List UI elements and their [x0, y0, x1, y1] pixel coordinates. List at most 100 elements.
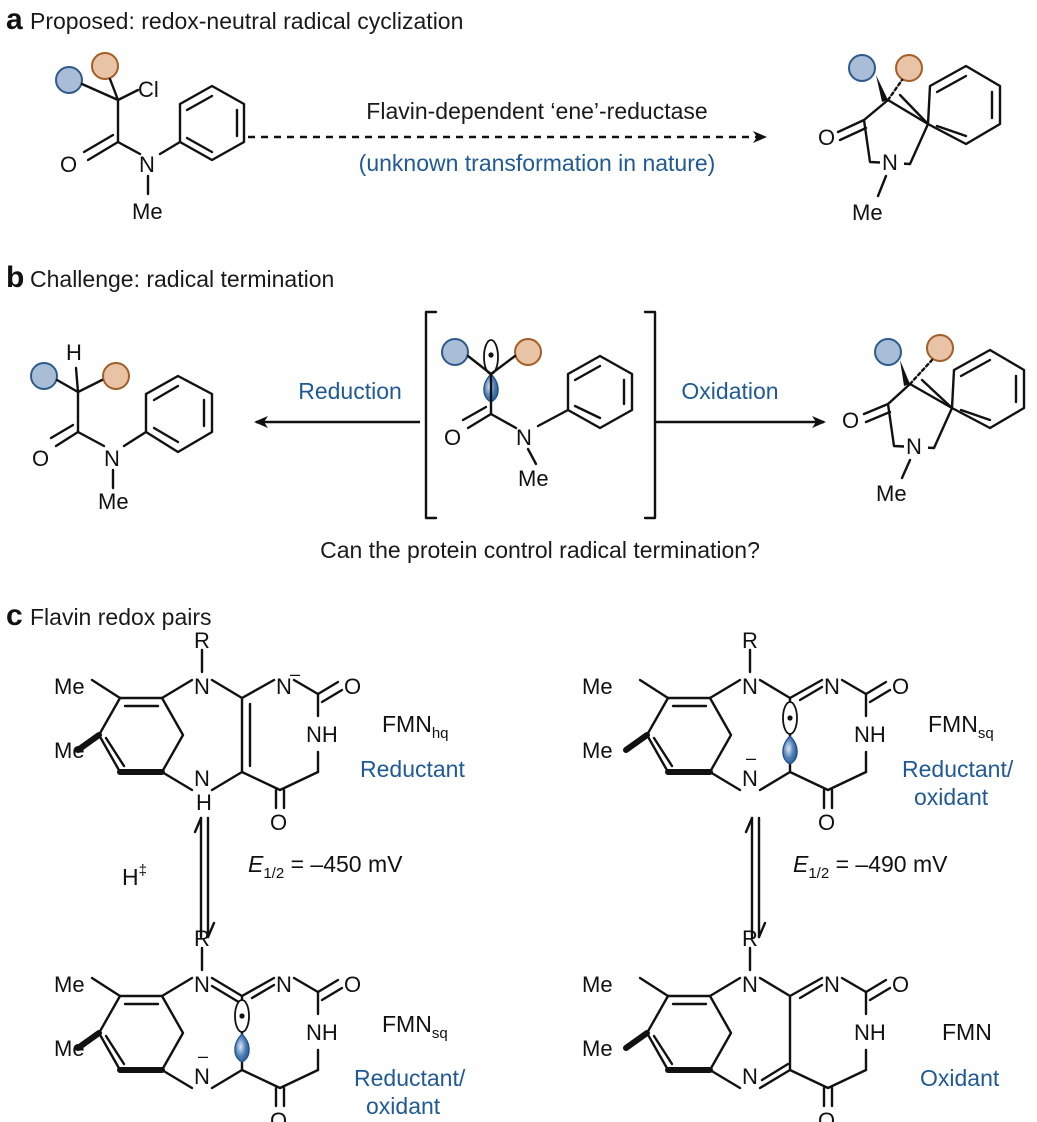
fmn-sq-label-right: FMNsq [928, 711, 994, 742]
enzyme-label: Flavin-dependent ‘ene’-reductase [366, 98, 707, 124]
minus-sign: – [198, 1046, 208, 1066]
me-label: Me [132, 199, 163, 224]
o-atom: O [892, 972, 909, 997]
o-atom: O [444, 425, 461, 450]
o-atom: O [842, 408, 859, 433]
orange-substituent [926, 334, 954, 362]
panel-b-letter: b [6, 261, 24, 294]
o-atom: O [270, 810, 287, 835]
reduction-label: Reduction [298, 378, 402, 404]
fmn-ox-role: Oxidant [920, 1065, 1000, 1091]
radical-dot [488, 352, 494, 358]
o-atom: O [818, 1108, 835, 1122]
n-atom: N [742, 674, 758, 699]
n-atom: N [194, 674, 210, 699]
product-oxidation: O N Me [842, 334, 1026, 506]
n-atom: N [276, 972, 292, 997]
radical-termination-question: Can the protein control radical terminat… [320, 537, 760, 563]
fmn-sq-role-right-2: oxidant [914, 784, 989, 810]
n-atom: N [194, 766, 210, 791]
n-atom: N [139, 152, 155, 177]
fmn-sq-label-left: FMNsq [382, 1011, 448, 1042]
me-label: Me [582, 972, 613, 997]
me-label: Me [582, 674, 613, 699]
panel-b-title: Challenge: radical termination [30, 266, 334, 292]
oxidation-label: Oxidation [681, 378, 778, 404]
right-bracket [643, 310, 657, 520]
orange-substituent [102, 362, 130, 390]
cl-atom: Cl [138, 77, 159, 102]
o-atom: O [270, 1108, 287, 1122]
r-group: R [742, 628, 758, 653]
me-label: Me [54, 1036, 85, 1061]
n-atom: N [194, 1064, 210, 1089]
fmn-sq-role-left-2: oxidant [366, 1093, 441, 1119]
minus-sign: – [746, 748, 756, 768]
nh-group: NH [854, 1020, 886, 1045]
fmn-hq-label: FMNhq [382, 711, 449, 742]
fmn-sq-role-left-1: Reductant/ [354, 1065, 466, 1091]
o-atom: O [818, 125, 835, 150]
me-label: Me [582, 1036, 613, 1061]
me-label: Me [54, 972, 85, 997]
left-bracket [424, 310, 438, 520]
radical-dot [787, 715, 793, 721]
product-reduction: H O N Me [30, 340, 214, 514]
fmn-ox-label: FMN [942, 1019, 992, 1045]
n-atom: N [742, 766, 758, 791]
n-atom: N [882, 150, 898, 175]
r-group: R [194, 926, 210, 951]
o-atom: O [344, 674, 361, 699]
right-equilibrium-arrows [744, 816, 767, 939]
me-label: Me [98, 489, 129, 514]
h-atom: H [66, 340, 82, 365]
n-atom: N [824, 674, 840, 699]
product-oxindole-a: O N Me [818, 54, 1002, 225]
n-atom: N [742, 972, 758, 997]
n-atom: N [516, 425, 532, 450]
me-label: Me [582, 738, 613, 763]
panel-c-title: Flavin redox pairs [30, 604, 212, 630]
radical-intermediate: O N Me [441, 338, 634, 491]
radical-dot [239, 1013, 245, 1019]
proton-transfer-label: H‡ [122, 862, 147, 890]
flavin-fmn-hq: R N N – O NH N H O Me Me [54, 628, 361, 835]
n-atom: N [742, 1064, 758, 1089]
n-atom: N [194, 972, 210, 997]
me-label: Me [876, 481, 907, 506]
p-orbital-lower-lobe [782, 735, 798, 765]
n-atom: N [276, 674, 292, 699]
n-atom: N [906, 434, 922, 459]
blue-substituent [30, 362, 58, 390]
h-atom: H [196, 790, 212, 815]
n-atom: N [824, 972, 840, 997]
o-atom: O [892, 674, 909, 699]
p-orbital-lower-lobe [234, 1033, 250, 1063]
potential-left: E1/2 = –450 mV [248, 851, 403, 882]
blue-substituent [874, 338, 902, 366]
orange-substituent [91, 52, 119, 80]
nh-group: NH [854, 722, 886, 747]
nh-group: NH [306, 1020, 338, 1045]
fmn-sq-role-right-1: Reductant/ [902, 756, 1014, 782]
o-atom: O [32, 446, 49, 471]
r-group: R [194, 628, 210, 653]
o-atom: O [344, 972, 361, 997]
me-label: Me [54, 738, 85, 763]
panel-a-title: Proposed: redox-neutral radical cyclizat… [30, 8, 463, 34]
minus-sign: – [290, 664, 300, 684]
flavin-fmn-sq-right: R N N O NH – N O Me Me [582, 628, 909, 835]
flavin-fmn-sq-left: R N N O NH – N O Me Me [54, 926, 361, 1122]
me-label: Me [852, 200, 883, 225]
panel-a-letter: a [6, 3, 23, 36]
panel-c-letter: c [6, 599, 23, 632]
substrate-chloroamide: Cl O N Me [55, 52, 246, 224]
blue-substituent [441, 338, 469, 366]
flavin-fmn-ox: R N N O NH N O Me Me [582, 926, 909, 1122]
me-label: Me [518, 466, 549, 491]
potential-right: E1/2 = –490 mV [793, 851, 948, 882]
o-atom: O [60, 152, 77, 177]
o-atom: O [818, 810, 835, 835]
r-group: R [742, 926, 758, 951]
